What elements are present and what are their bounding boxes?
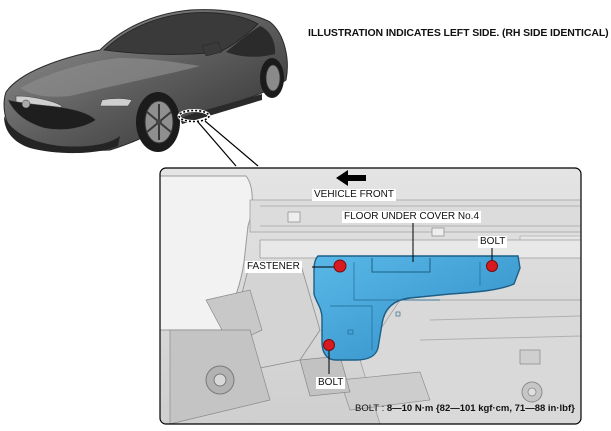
callout-leaders — [197, 120, 259, 167]
detail-view — [159, 167, 582, 425]
fastener-marker — [333, 259, 347, 273]
torque-spec: BOLT : 8—10 N·m {82—101 kgf·cm, 71—88 in… — [355, 403, 575, 415]
highlight-ellipse-dots — [178, 109, 210, 123]
vehicle-image — [3, 9, 288, 154]
torque-separator: : — [378, 403, 387, 414]
torque-value: 8—10 N·m {82—101 kgf·cm, 71—88 in·lbf} — [386, 403, 575, 414]
illustration-caption: ILLUSTRATION INDICATES LEFT SIDE. (RH SI… — [308, 27, 609, 39]
label-leaders — [312, 222, 493, 374]
floor-under-cover-label: FLOOR UNDER COVER No.4 — [342, 211, 482, 223]
fastener-label: FASTENER — [245, 261, 302, 273]
bolt-upper-marker — [486, 260, 498, 272]
floor-under-cover-part — [313, 255, 521, 361]
bolt-lower-label: BOLT — [316, 377, 346, 389]
vehicle-front-label: VEHICLE FRONT — [312, 189, 397, 201]
bolt-lower-marker — [323, 339, 335, 351]
arrow-left-icon — [336, 170, 366, 186]
bolt-upper-label: BOLT — [478, 236, 508, 248]
torque-part-name: BOLT — [355, 403, 379, 414]
